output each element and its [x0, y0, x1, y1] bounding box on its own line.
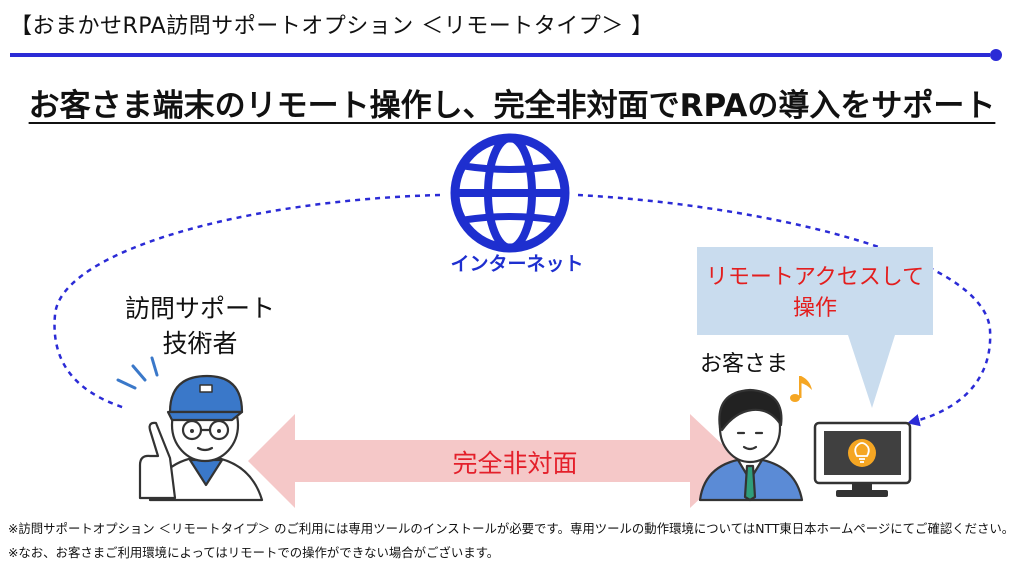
speech-bubble-line1: リモートアクセスして [705, 265, 925, 290]
header-divider-dot [990, 49, 1002, 61]
header-title: 【おまかせRPA訪問サポートオプション ＜リモートタイプ＞ 】 [10, 14, 654, 39]
network-connection-right [577, 193, 992, 427]
header-divider [10, 53, 990, 57]
footnote-2: ※なお、お客さまご利用環境によってはリモートでの操作ができない場合がございます。 [8, 545, 500, 560]
customer-icon [698, 388, 804, 502]
customer-label: お客さま [700, 352, 789, 377]
speech-bubble-text: リモートアクセスして 操作 [700, 262, 930, 324]
internet-label: インターネット [450, 253, 584, 275]
network-connection-left [53, 193, 441, 410]
speech-bubble-line2: 操作 [792, 296, 837, 321]
globe-icon [450, 133, 570, 253]
technician-icon [116, 356, 264, 502]
music-note-icon [790, 376, 812, 402]
double-arrow [248, 414, 740, 508]
main-title-text: お客さま端末のリモート操作し、完全非対面でRPAの導入をサポート [28, 88, 996, 124]
footnote-1: ※訪問サポートオプション ＜リモートタイプ＞ のご利用には専用ツールのインストー… [8, 521, 1015, 536]
lightbulb-icon [848, 439, 876, 467]
main-title: お客さま端末のリモート操作し、完全非対面でRPAの導入をサポート [0, 80, 1024, 125]
speech-bubble [697, 247, 933, 408]
technician-label: 訪問サポート 技術者 [110, 291, 290, 361]
monitor-icon [813, 421, 912, 497]
double-arrow-label: 完全非対面 [452, 449, 578, 478]
technician-label-line2: 技術者 [162, 329, 238, 358]
technician-label-line1: 訪問サポート [124, 294, 275, 323]
